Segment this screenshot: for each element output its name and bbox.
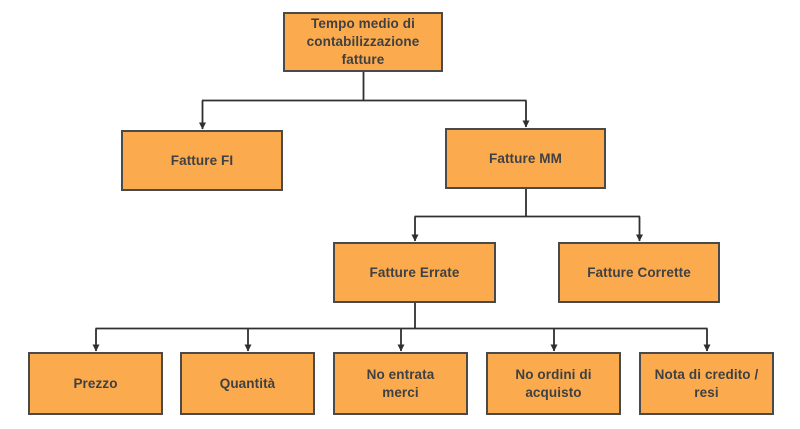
flowchart-node-no-ordini-di-acquisto[interactable]: No ordini di acquisto bbox=[486, 352, 621, 415]
flowchart-node-fatture-corrette[interactable]: Fatture Corrette bbox=[558, 242, 720, 303]
flowchart-node-nota-di-credito-resi[interactable]: Nota di credito / resi bbox=[639, 352, 774, 415]
node-label: Fatture MM bbox=[489, 150, 562, 166]
flowchart-node-prezzo[interactable]: Prezzo bbox=[28, 352, 163, 415]
node-label: Fatture FI bbox=[170, 152, 234, 168]
node-label: No ordini di acquisto bbox=[515, 366, 592, 400]
flowchart-node-fatture-fi[interactable]: Fatture FI bbox=[121, 130, 283, 191]
flowchart-node-quantita[interactable]: Quantità bbox=[180, 352, 315, 415]
node-label: Nota di credito / resi bbox=[654, 366, 759, 400]
node-label: Fatture Errate bbox=[369, 264, 460, 280]
node-label: Prezzo bbox=[73, 375, 118, 391]
node-label: Tempo medio di contabilizzazione fatture bbox=[306, 16, 420, 67]
flowchart-node-tempo-medio[interactable]: Tempo medio di contabilizzazione fatture bbox=[283, 12, 443, 72]
flowchart-node-fatture-errate[interactable]: Fatture Errate bbox=[333, 242, 496, 303]
node-label: Quantità bbox=[219, 375, 276, 391]
node-label: Fatture Corrette bbox=[587, 264, 691, 280]
node-label: No entrata merci bbox=[366, 366, 435, 400]
flowchart-node-fatture-mm[interactable]: Fatture MM bbox=[445, 128, 606, 189]
flowchart-node-no-entrata-merci[interactable]: No entrata merci bbox=[333, 352, 468, 415]
